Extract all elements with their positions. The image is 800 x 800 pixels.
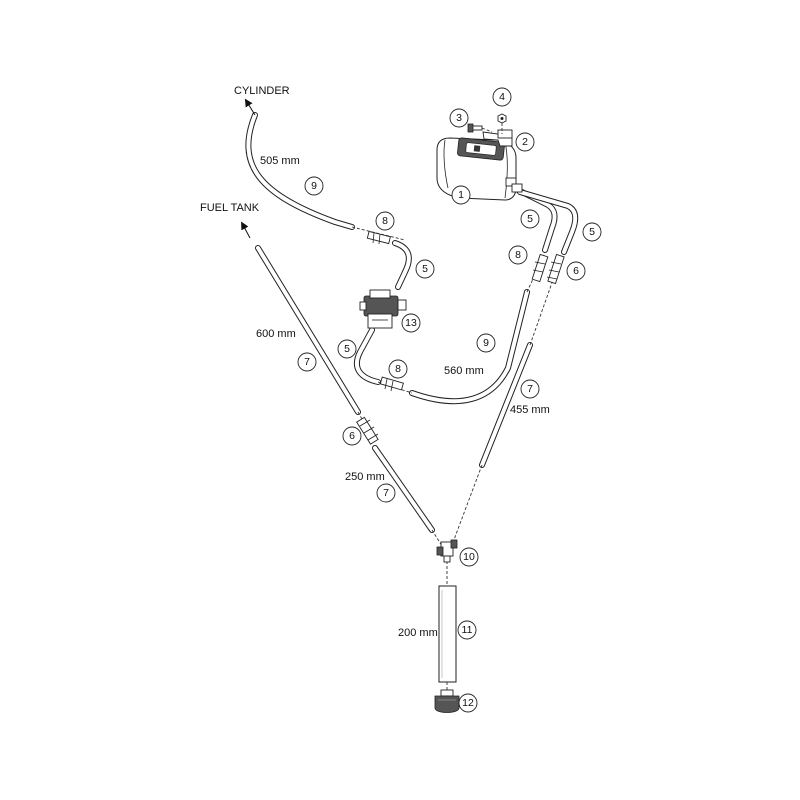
callout-10: 10 <box>459 547 479 567</box>
dim-200mm: 200 mm <box>398 627 438 639</box>
svg-text:8: 8 <box>515 249 521 261</box>
callout-5-far-right-elbow: 5 <box>582 222 602 242</box>
connector-8-middle <box>379 376 404 392</box>
svg-text:4: 4 <box>499 91 505 103</box>
dim-600mm: 600 mm <box>256 328 296 340</box>
bolt-3 <box>467 123 483 133</box>
svg-text:10: 10 <box>463 551 475 563</box>
callout-8-middle: 8 <box>388 359 408 379</box>
elbow-below-valve <box>353 327 381 385</box>
svg-text:9: 9 <box>483 337 489 349</box>
hose-600mm <box>255 245 361 415</box>
callout-8-right: 8 <box>508 245 528 265</box>
callout-3: 3 <box>449 108 469 128</box>
callout-13: 13 <box>401 313 421 333</box>
svg-text:11: 11 <box>462 624 473 636</box>
hose-200mm <box>438 585 457 683</box>
charcoal-canister-1 <box>436 137 523 201</box>
svg-text:9: 9 <box>311 180 317 192</box>
svg-text:7: 7 <box>527 383 533 395</box>
connector-8-right <box>531 253 549 283</box>
elbow-near-valve <box>392 240 412 290</box>
svg-text:2: 2 <box>522 136 528 148</box>
callout-1: 1 <box>451 185 471 205</box>
hose-560mm <box>409 289 530 405</box>
elbow-far-right <box>517 189 579 255</box>
callout-7-455mm: 7 <box>520 379 540 399</box>
elbow-upper-right <box>511 185 558 253</box>
fuel-tank-label-group: FUEL TANK <box>200 202 260 239</box>
dim-455mm: 455 mm <box>510 404 550 416</box>
connector-6-right <box>546 253 565 285</box>
callout-6-left: 6 <box>342 426 362 446</box>
svg-text:6: 6 <box>349 430 355 442</box>
callout-11: 11 <box>457 620 477 640</box>
callout-9-505mm: 9 <box>304 176 324 196</box>
hose-505mm <box>245 112 355 230</box>
callout-12: 12 <box>458 693 478 713</box>
dim-505mm: 505 mm <box>260 155 300 167</box>
callout-7-250mm: 7 <box>376 483 396 503</box>
bracket-2 <box>482 129 513 147</box>
connector-6-left <box>356 416 379 445</box>
svg-text:6: 6 <box>573 265 579 277</box>
svg-text:13: 13 <box>405 317 417 329</box>
callout-6-right: 6 <box>566 261 586 281</box>
connector-8-upper <box>366 230 391 245</box>
callout-2: 2 <box>515 132 535 152</box>
svg-text:5: 5 <box>344 343 350 355</box>
callout-5-valve-elbow: 5 <box>415 259 435 279</box>
callout-7-600mm: 7 <box>297 352 317 372</box>
svg-text:3: 3 <box>456 112 462 124</box>
callout-5-lower-elbow: 5 <box>337 339 357 359</box>
callout-8-upper: 8 <box>375 211 395 231</box>
hose-455-dashed-lower <box>451 464 483 546</box>
hose-250-dashed <box>431 529 443 547</box>
svg-text:8: 8 <box>382 215 388 227</box>
filter-cap-12 <box>434 689 460 713</box>
svg-text:12: 12 <box>462 697 474 709</box>
dim-560mm: 560 mm <box>444 365 484 377</box>
callout-4: 4 <box>492 87 512 107</box>
callout-9-560mm: 9 <box>476 333 496 353</box>
svg-text:5: 5 <box>589 226 595 238</box>
fuel-tank-label: FUEL TANK <box>200 202 260 214</box>
cylinder-label: CYLINDER <box>234 85 290 97</box>
svg-text:5: 5 <box>527 213 533 225</box>
dim-250mm: 250 mm <box>345 471 385 483</box>
y-connector-10 <box>436 539 458 563</box>
hose-455mm <box>479 342 533 468</box>
purge-valve-13 <box>359 289 407 329</box>
svg-text:8: 8 <box>395 363 401 375</box>
hose-250mm <box>372 445 435 533</box>
nut-4 <box>497 113 507 124</box>
bolt-3-leader <box>481 127 493 133</box>
svg-text:7: 7 <box>383 487 389 499</box>
svg-text:7: 7 <box>304 356 310 368</box>
cylinder-label-group: CYLINDER <box>234 85 290 116</box>
svg-text:1: 1 <box>458 189 464 201</box>
svg-text:5: 5 <box>422 263 428 275</box>
callout-5-right-elbow: 5 <box>520 209 540 229</box>
